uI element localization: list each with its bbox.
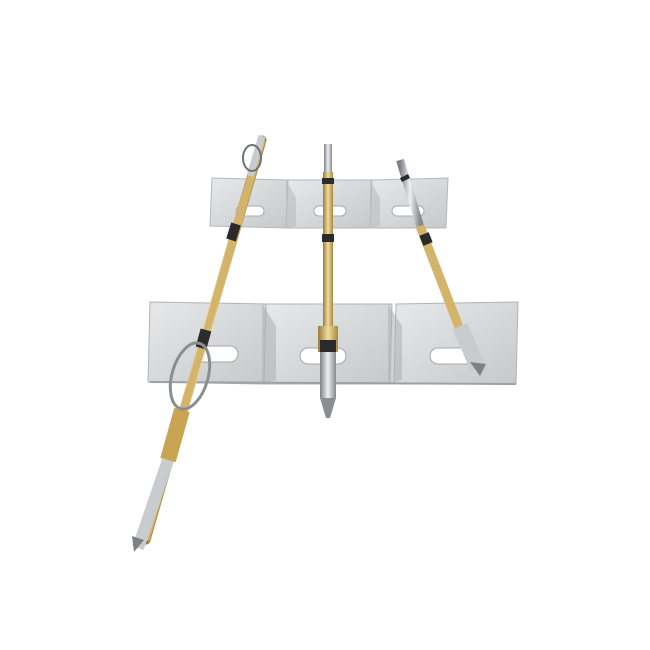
tool-right bbox=[396, 158, 486, 376]
tool-left bbox=[132, 134, 267, 552]
tool-middle bbox=[318, 144, 338, 418]
